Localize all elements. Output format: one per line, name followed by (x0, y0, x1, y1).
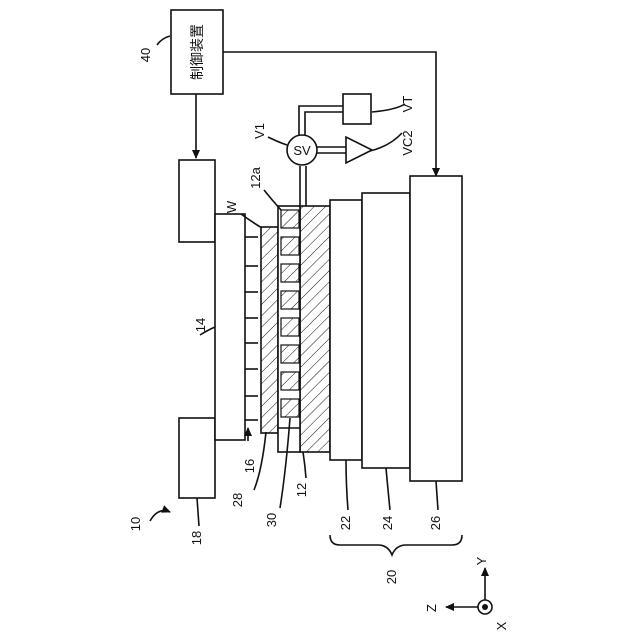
stage-26 (410, 176, 462, 481)
label-40: 40 (138, 48, 153, 62)
axis-y-label: Y (474, 556, 489, 565)
label-30: 30 (264, 513, 279, 527)
leader-12 (303, 452, 306, 478)
label-12a: 12a (248, 166, 263, 188)
label-26: 26 (428, 516, 443, 530)
stage-24 (362, 193, 410, 468)
leader-10 (150, 511, 170, 521)
label-10: 10 (128, 517, 143, 531)
label-vc2: VC2 (400, 130, 415, 155)
controller-label: 制御装置 (189, 24, 205, 80)
plate-14 (215, 214, 245, 440)
leader-24 (386, 468, 390, 510)
label-22: 22 (338, 516, 353, 530)
stage-22 (330, 200, 362, 460)
pins-16 (245, 237, 258, 420)
wafer-w (261, 227, 278, 433)
label-w: W (224, 200, 239, 213)
sv-label: SV (293, 143, 311, 158)
leader-26 (436, 481, 438, 510)
label-24: 24 (380, 516, 395, 530)
head-block-top (179, 160, 215, 242)
leader-22 (346, 460, 348, 510)
axis-z-label: Z (424, 604, 439, 612)
label-v1: V1 (252, 123, 267, 139)
label-20: 20 (384, 570, 399, 584)
head-block-bottom (179, 418, 215, 498)
vt-box (343, 94, 371, 124)
leader-v1 (268, 137, 287, 145)
label-vt: VT (400, 96, 415, 113)
leader-40 (157, 36, 170, 45)
arrow-controller-to-stage (223, 52, 436, 176)
chuck-12 (300, 206, 330, 452)
label-12: 12 (294, 483, 309, 497)
leader-18 (197, 498, 199, 526)
axis-indicator (446, 568, 492, 614)
leader-vc2 (370, 133, 402, 151)
label-18: 18 (189, 531, 204, 545)
label-28: 28 (230, 493, 245, 507)
label-14: 14 (193, 318, 208, 332)
vc2-pump (346, 137, 372, 163)
brace-20 (330, 535, 462, 555)
leader-12a (264, 190, 281, 210)
axis-x-label: X (494, 621, 509, 630)
pipe-to-vt-b (305, 112, 343, 135)
label-16: 16 (242, 459, 257, 473)
